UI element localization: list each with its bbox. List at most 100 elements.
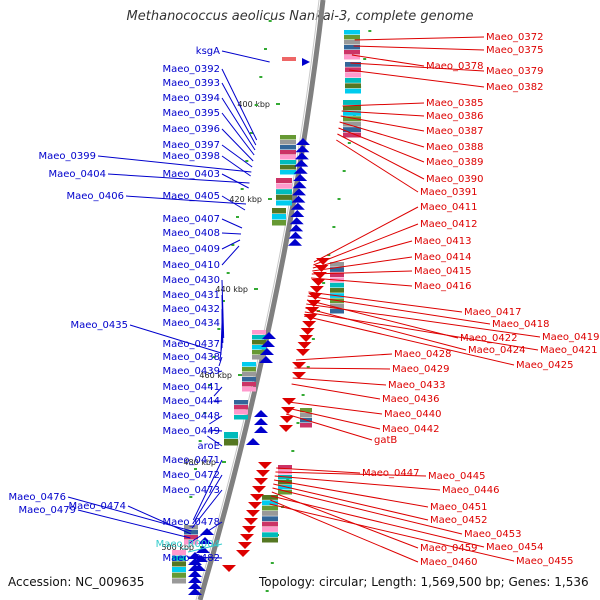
label-leader-line: [271, 491, 419, 549]
gene-feature-block: [345, 72, 361, 78]
reverse-gene-arrow: [244, 518, 258, 525]
gene-label: Maeo_0414: [414, 252, 471, 263]
label-leader-line: [192, 459, 223, 521]
gene-feature-block: [300, 423, 312, 428]
gene-label: Maeo_0474: [69, 501, 126, 512]
label-leader-line: [221, 112, 255, 156]
gene-feature-block: [234, 400, 248, 405]
tick-dot: [306, 366, 310, 368]
reverse-gene-arrow: [222, 565, 236, 572]
gene-label: Maeo_0441: [163, 382, 220, 393]
gene-label: Maeo_0408: [163, 228, 220, 239]
label-leader-line: [305, 307, 467, 351]
gene-label: Maeo_0436: [382, 394, 439, 405]
gene-label: Maeo_0482: [163, 553, 220, 564]
genome-backbone: [197, 0, 326, 600]
tick-dot: [342, 170, 346, 172]
label-leader-line: [219, 343, 223, 362]
gene-label: Maeo_0421: [540, 345, 597, 356]
tick-dot: [236, 216, 239, 218]
reverse-gene-arrow: [306, 300, 321, 307]
reverse-gene-arrow: [258, 462, 272, 469]
tick-dot: [198, 440, 202, 442]
gene-label: Maeo_0406: [67, 191, 124, 202]
tick-dot: [311, 338, 315, 340]
gene-label: Maeo_0439: [163, 366, 220, 377]
forward-gene-arrow: [289, 224, 304, 232]
reverse-gene-arrow: [246, 510, 260, 517]
reverse-gene-arrow: [292, 372, 306, 379]
label-leader-line: [209, 415, 223, 425]
gene-label: Maeo_0379: [486, 66, 543, 77]
label-leader-line: [304, 311, 539, 351]
gene-label: Maeo_0407: [163, 214, 220, 225]
tick-dot: [259, 76, 263, 78]
gene-label: Maeo_0428: [394, 349, 451, 360]
reverse-gene-arrow: [240, 534, 254, 541]
gene-label: Maeo_0412: [420, 219, 477, 230]
forward-gene-arrow: [291, 195, 306, 203]
label-leader-line: [350, 62, 485, 72]
gene-label: Maeo_0424: [468, 345, 525, 356]
gene-label: Maeo_0432: [163, 304, 220, 315]
gene-label: Maeo_0404: [49, 169, 106, 180]
gene-feature-block: [343, 110, 361, 116]
gene-label: Maeo_0452: [430, 515, 487, 526]
gene-feature-block: [343, 100, 361, 105]
gene-feature-block: [276, 200, 292, 206]
reverse-gene-arrow: [280, 416, 294, 423]
forward-gene-arrow: [188, 588, 202, 595]
forward-gene-arrow: [188, 576, 202, 583]
gene-label: aroE: [198, 441, 220, 452]
gene-label: Maeo_0429: [392, 364, 449, 375]
gene-feature-block: [252, 340, 266, 345]
accession-label: Accession: NC_009635: [8, 575, 145, 589]
label-leader-line: [97, 155, 252, 173]
tick-label: 460 kbp: [199, 371, 232, 380]
label-leader-line: [349, 69, 485, 88]
gene-label: Maeo_0471: [163, 455, 220, 466]
tick-dot: [226, 272, 230, 274]
gene-feature-block: [280, 140, 296, 145]
forward-gene-arrow: [294, 152, 309, 160]
tick-dot: [212, 356, 216, 358]
label-leader-line: [125, 195, 247, 205]
reverse-gene-arrow: [299, 335, 314, 342]
tick-dot: [250, 132, 253, 134]
gene-feature-block: [280, 165, 296, 170]
gene-label: Maeo_0388: [426, 142, 483, 153]
tick-dot: [268, 20, 272, 22]
label-leader-line: [354, 36, 485, 41]
forward-gene-arrow: [254, 418, 268, 425]
gene-feature-block: [262, 511, 278, 516]
label-leader-line: [312, 256, 413, 272]
gene-feature-block: [330, 272, 344, 278]
tick-label: 500 kbp: [161, 543, 194, 552]
gene-label: Maeo_0437: [163, 339, 220, 350]
gene-label: Maeo_0476: [9, 492, 66, 503]
gene-feature-block: [252, 330, 266, 335]
label-leader-line: [189, 521, 223, 544]
forward-gene-arrow: [254, 426, 268, 433]
forward-gene-arrow: [188, 564, 202, 571]
gene-feature-block: [262, 527, 278, 532]
gene-feature-block: [278, 485, 292, 490]
label-leader-line: [287, 407, 381, 430]
gene-label: Maeo_0394: [163, 93, 220, 104]
label-leader-line: [187, 543, 223, 553]
forward-gene-arrow: [259, 356, 273, 363]
gene-label: Maeo_0392: [163, 64, 220, 75]
map-title: Methanococcus aeolicus Nankai-3, complet…: [126, 9, 474, 24]
reverse-gene-arrow: [236, 550, 250, 557]
forward-gene-arrow: [254, 410, 268, 417]
gene-label: Maeo_0397: [163, 140, 220, 151]
label-leader-line: [221, 50, 270, 63]
reverse-gene-arrow: [282, 398, 296, 405]
gene-feature-block: [252, 335, 266, 340]
gene-feature-block: [330, 303, 344, 309]
reverse-gene-arrow: [238, 542, 252, 549]
gene-label: Maeo_0472: [163, 470, 220, 481]
gene-label: Maeo_0473: [163, 485, 220, 496]
gene-label: Maeo_0433: [388, 380, 445, 391]
label-leader-line: [213, 386, 223, 397]
